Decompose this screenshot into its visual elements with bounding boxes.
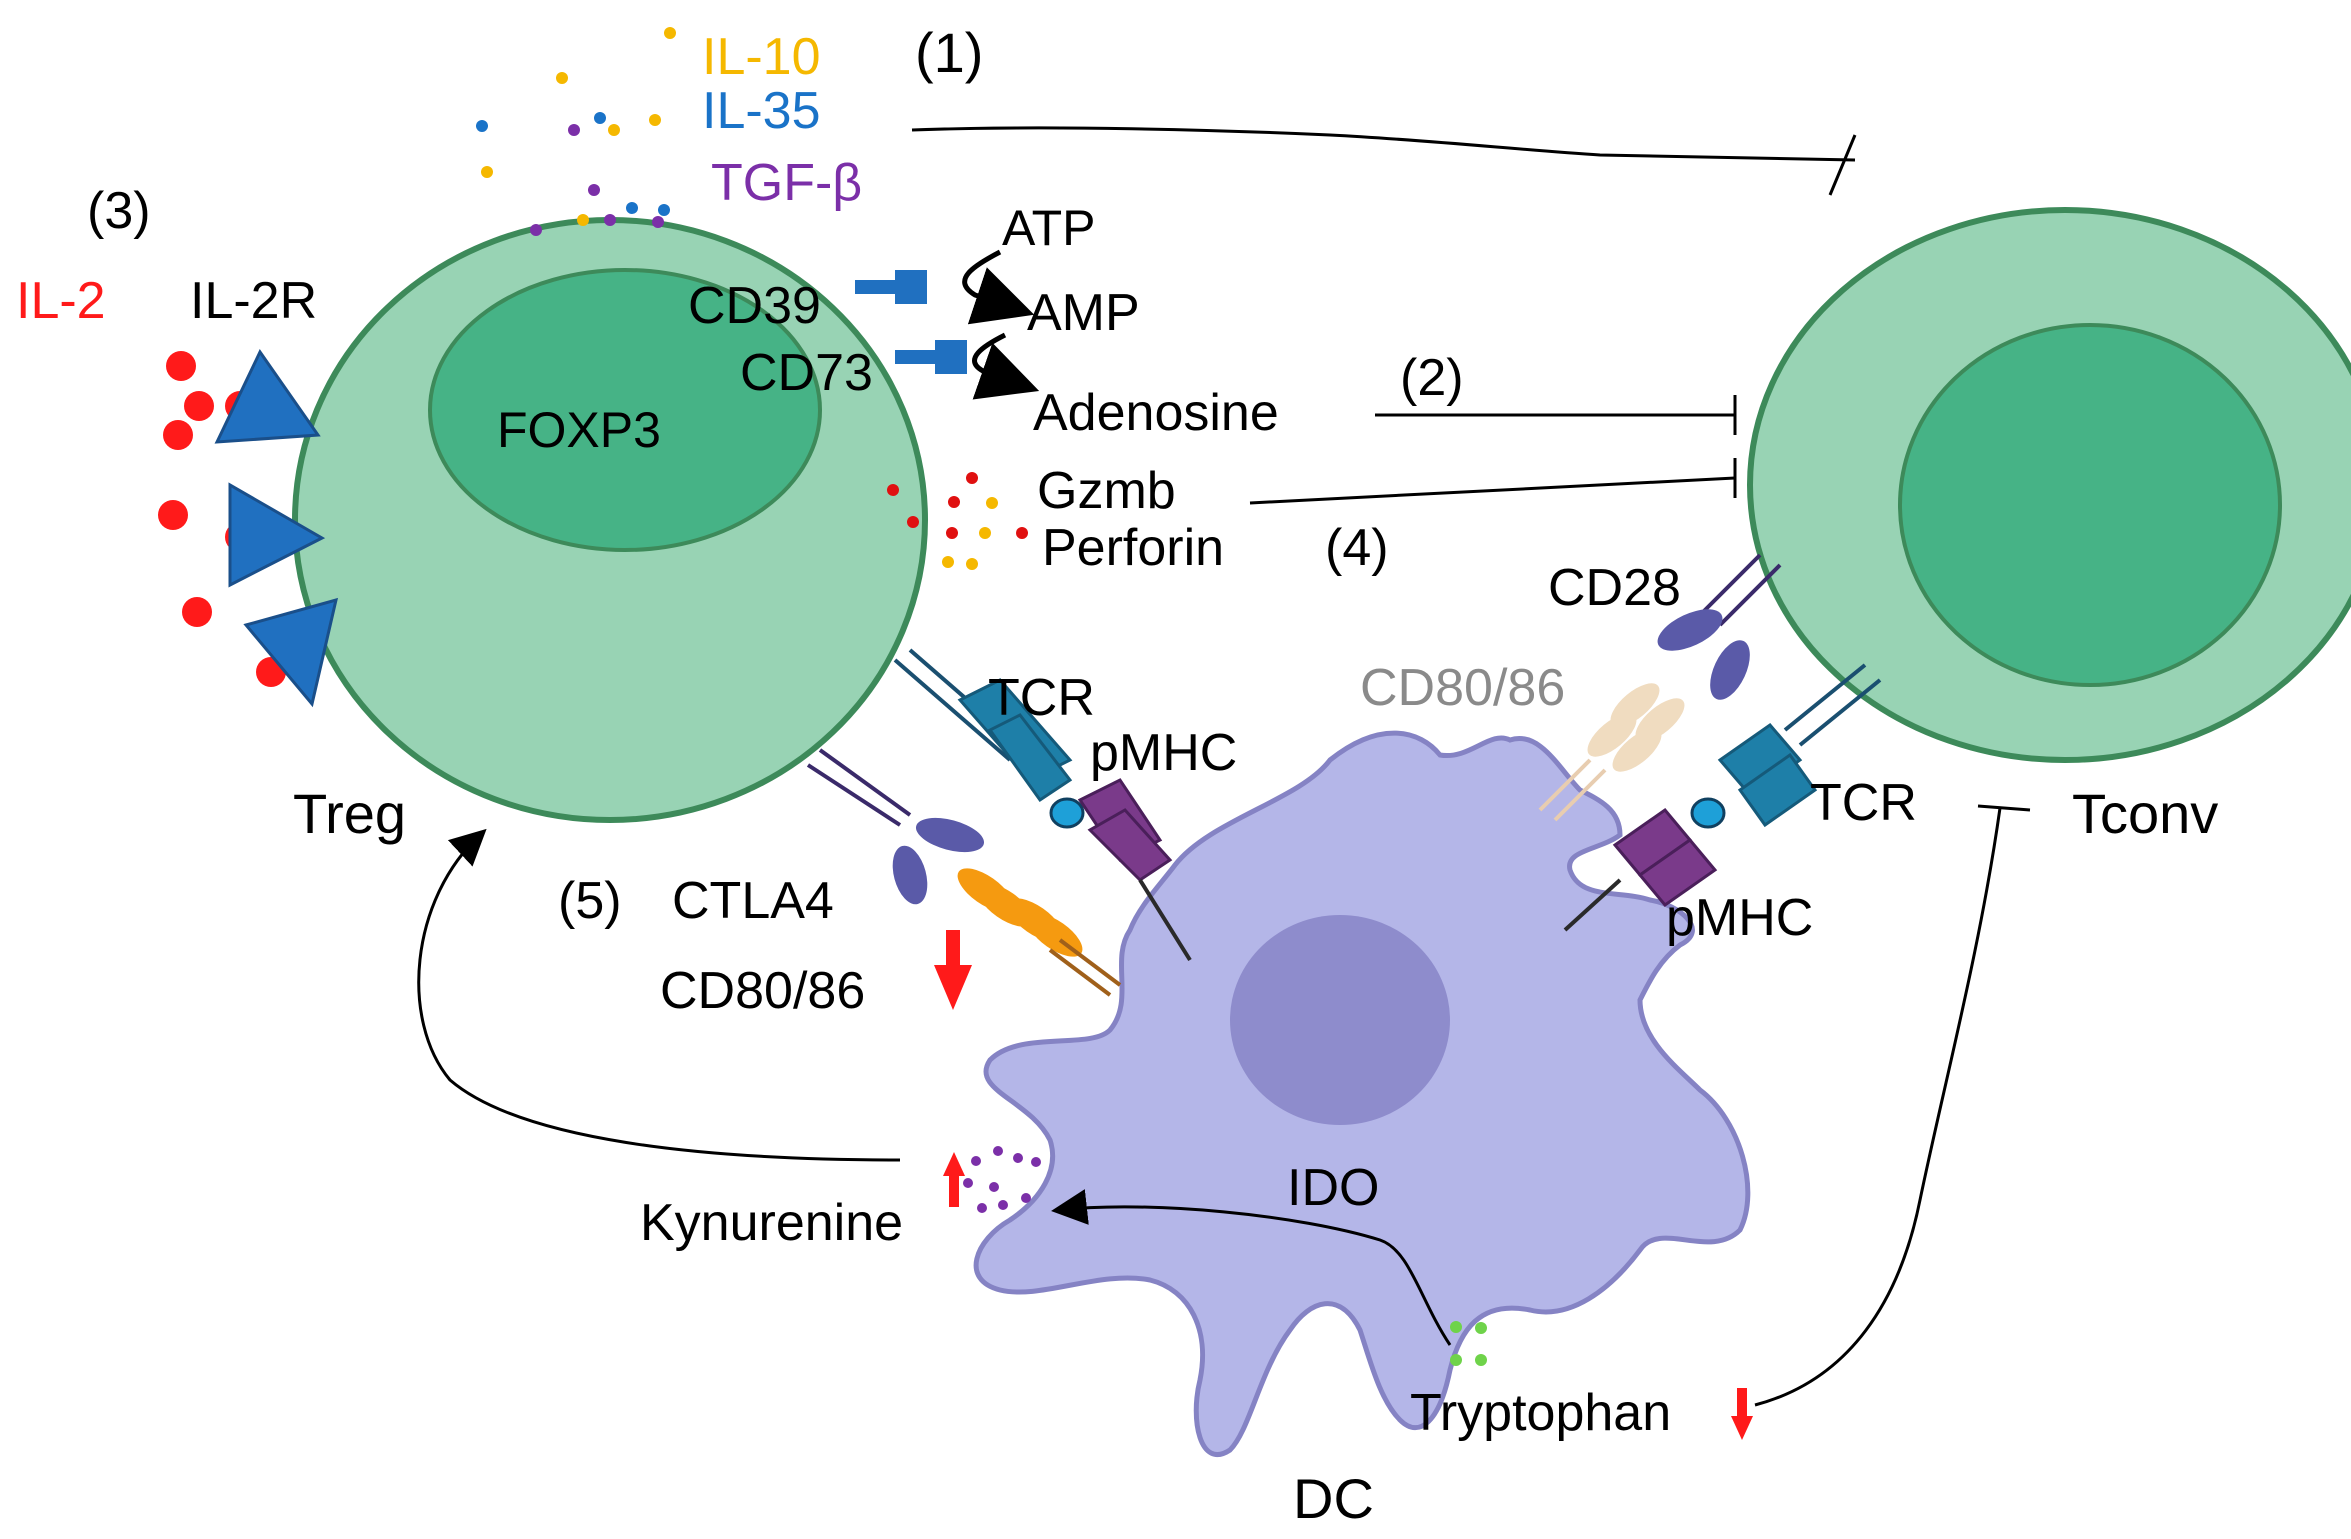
cd28-receptor — [1657, 553, 1782, 700]
step-4-label: (4) — [1325, 519, 1389, 577]
tryptophan-to-kynurenine-arrow — [1051, 1189, 1452, 1346]
ctla4-receptor — [806, 748, 985, 905]
kynurenine-label: Kynurenine — [640, 1194, 903, 1252]
tconv-pmhc-label: pMHC — [1666, 889, 1813, 947]
amp-adenosine-arrow — [972, 332, 1040, 400]
il2r-label: IL-2R — [190, 272, 317, 330]
step-2-label: (2) — [1400, 349, 1464, 407]
cd39-label: CD39 — [688, 277, 821, 335]
tconv-inhibition-line — [1754, 804, 2031, 1407]
tconv-label: Tconv — [2072, 782, 2218, 845]
tgfb-label: TGF-β — [711, 154, 862, 212]
treg-tcr-pmhc — [893, 648, 1192, 962]
cd73-receptor — [895, 340, 967, 374]
cd80-86-grey-label: CD80/86 — [1360, 659, 1565, 717]
cd80-86-down-arrow — [934, 930, 972, 1010]
inhibition-line-2 — [1375, 395, 1737, 435]
step-1-label: (1) — [915, 21, 983, 84]
treg-pmhc-label: pMHC — [1090, 724, 1237, 782]
kynurenine-up-arrow — [943, 1152, 965, 1207]
dc-nucleus — [1230, 915, 1450, 1125]
cytokine-dots — [476, 27, 676, 236]
perforin-label: Perforin — [1042, 519, 1224, 577]
amp-label: AMP — [1027, 284, 1140, 342]
dc-label: DC — [1293, 1467, 1374, 1530]
cd80-86-label: CD80/86 — [660, 962, 865, 1020]
foxp3-label: FOXP3 — [497, 402, 661, 458]
il35-label: IL-35 — [702, 82, 821, 140]
cd39-receptor — [855, 270, 927, 304]
tconv-tcr-label: TCR — [1810, 774, 1917, 832]
cd73-label: CD73 — [740, 344, 873, 402]
atp-label: ATP — [1002, 200, 1096, 256]
kynurenine-to-treg-arrow — [417, 828, 901, 1162]
tryptophan-dots — [1450, 1321, 1487, 1366]
treg-label: Treg — [293, 782, 406, 845]
inhibition-line-1 — [911, 126, 1857, 196]
kynurenine-dots — [963, 1146, 1041, 1213]
inhibition-line-4 — [1249, 458, 1737, 505]
adenosine-label: Adenosine — [1033, 384, 1279, 442]
step-3-label: (3) — [87, 182, 151, 240]
cd28-label: CD28 — [1548, 559, 1681, 617]
tryptophan-down-arrow — [1731, 1388, 1753, 1440]
cd80-86-grey-ligand — [1538, 683, 1685, 822]
treg-tcr-label: TCR — [988, 669, 1095, 727]
tconv-tcr-pmhc — [1563, 663, 1882, 932]
gzmb-label: Gzmb — [1037, 462, 1176, 520]
tconv-nucleus — [1898, 323, 2282, 687]
ido-label: IDO — [1287, 1159, 1379, 1217]
ctla4-label: CTLA4 — [672, 872, 834, 930]
gzmb-perforin-dots — [887, 472, 1028, 570]
treg-nucleus — [428, 268, 822, 552]
cd80-86-ligand — [957, 868, 1122, 997]
atp-amp-arrow — [962, 249, 1035, 325]
tryptophan-label: Tryptophan — [1410, 1384, 1671, 1442]
step-5-label: (5) — [558, 872, 622, 930]
il10-label: IL-10 — [702, 28, 821, 86]
il2-dots — [158, 351, 286, 687]
il2r-receptors — [214, 349, 339, 708]
il2-label: IL-2 — [16, 272, 106, 330]
